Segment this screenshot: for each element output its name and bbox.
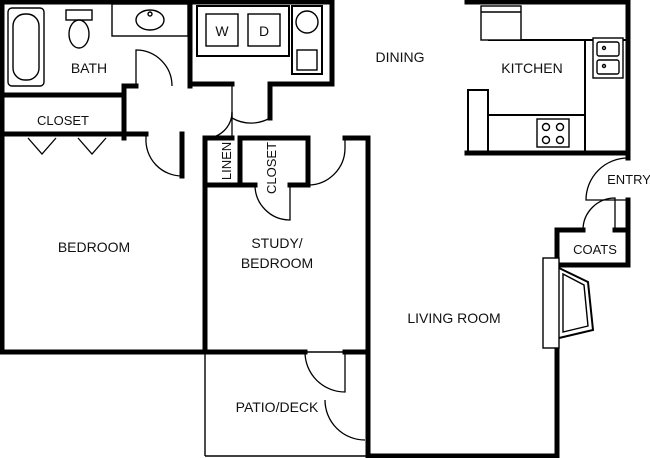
study-label-line1: STUDY/	[251, 235, 302, 251]
bath-label: BATH	[71, 60, 107, 76]
patio-label: PATIO/DECK	[236, 399, 319, 415]
study-label-line2: BEDROOM	[241, 255, 313, 271]
refrigerator-icon	[480, 5, 522, 41]
sink-icon	[111, 3, 189, 37]
entry-label: ENTRY	[607, 172, 650, 187]
walls	[0, 0, 631, 458]
kitchen-label: KITCHEN	[501, 60, 562, 76]
stove-icon	[536, 118, 570, 148]
bathtub-icon	[7, 7, 45, 87]
closet-center-label: CLOSET	[264, 142, 279, 194]
doors	[27, 49, 629, 441]
closet-left-label: CLOSET	[37, 113, 89, 128]
patio-outline	[204, 351, 368, 457]
dining-label: DINING	[376, 49, 425, 65]
washer-dryer-unit: W D	[196, 5, 290, 57]
room-labels: BATH DINING KITCHEN CLOSET LINEN CLOSET …	[37, 49, 650, 415]
linen-label: LINEN	[219, 142, 234, 180]
fireplace-icon	[542, 257, 595, 349]
washer-label: W	[215, 23, 229, 39]
coats-label: COATS	[573, 242, 617, 257]
water-heater-icon	[291, 5, 323, 75]
bedroom-label: BEDROOM	[58, 239, 130, 255]
dryer-label: D	[259, 23, 269, 39]
kitchen-sink-icon	[592, 37, 624, 79]
toilet-icon	[65, 9, 93, 49]
living-room-label: LIVING ROOM	[407, 310, 500, 326]
